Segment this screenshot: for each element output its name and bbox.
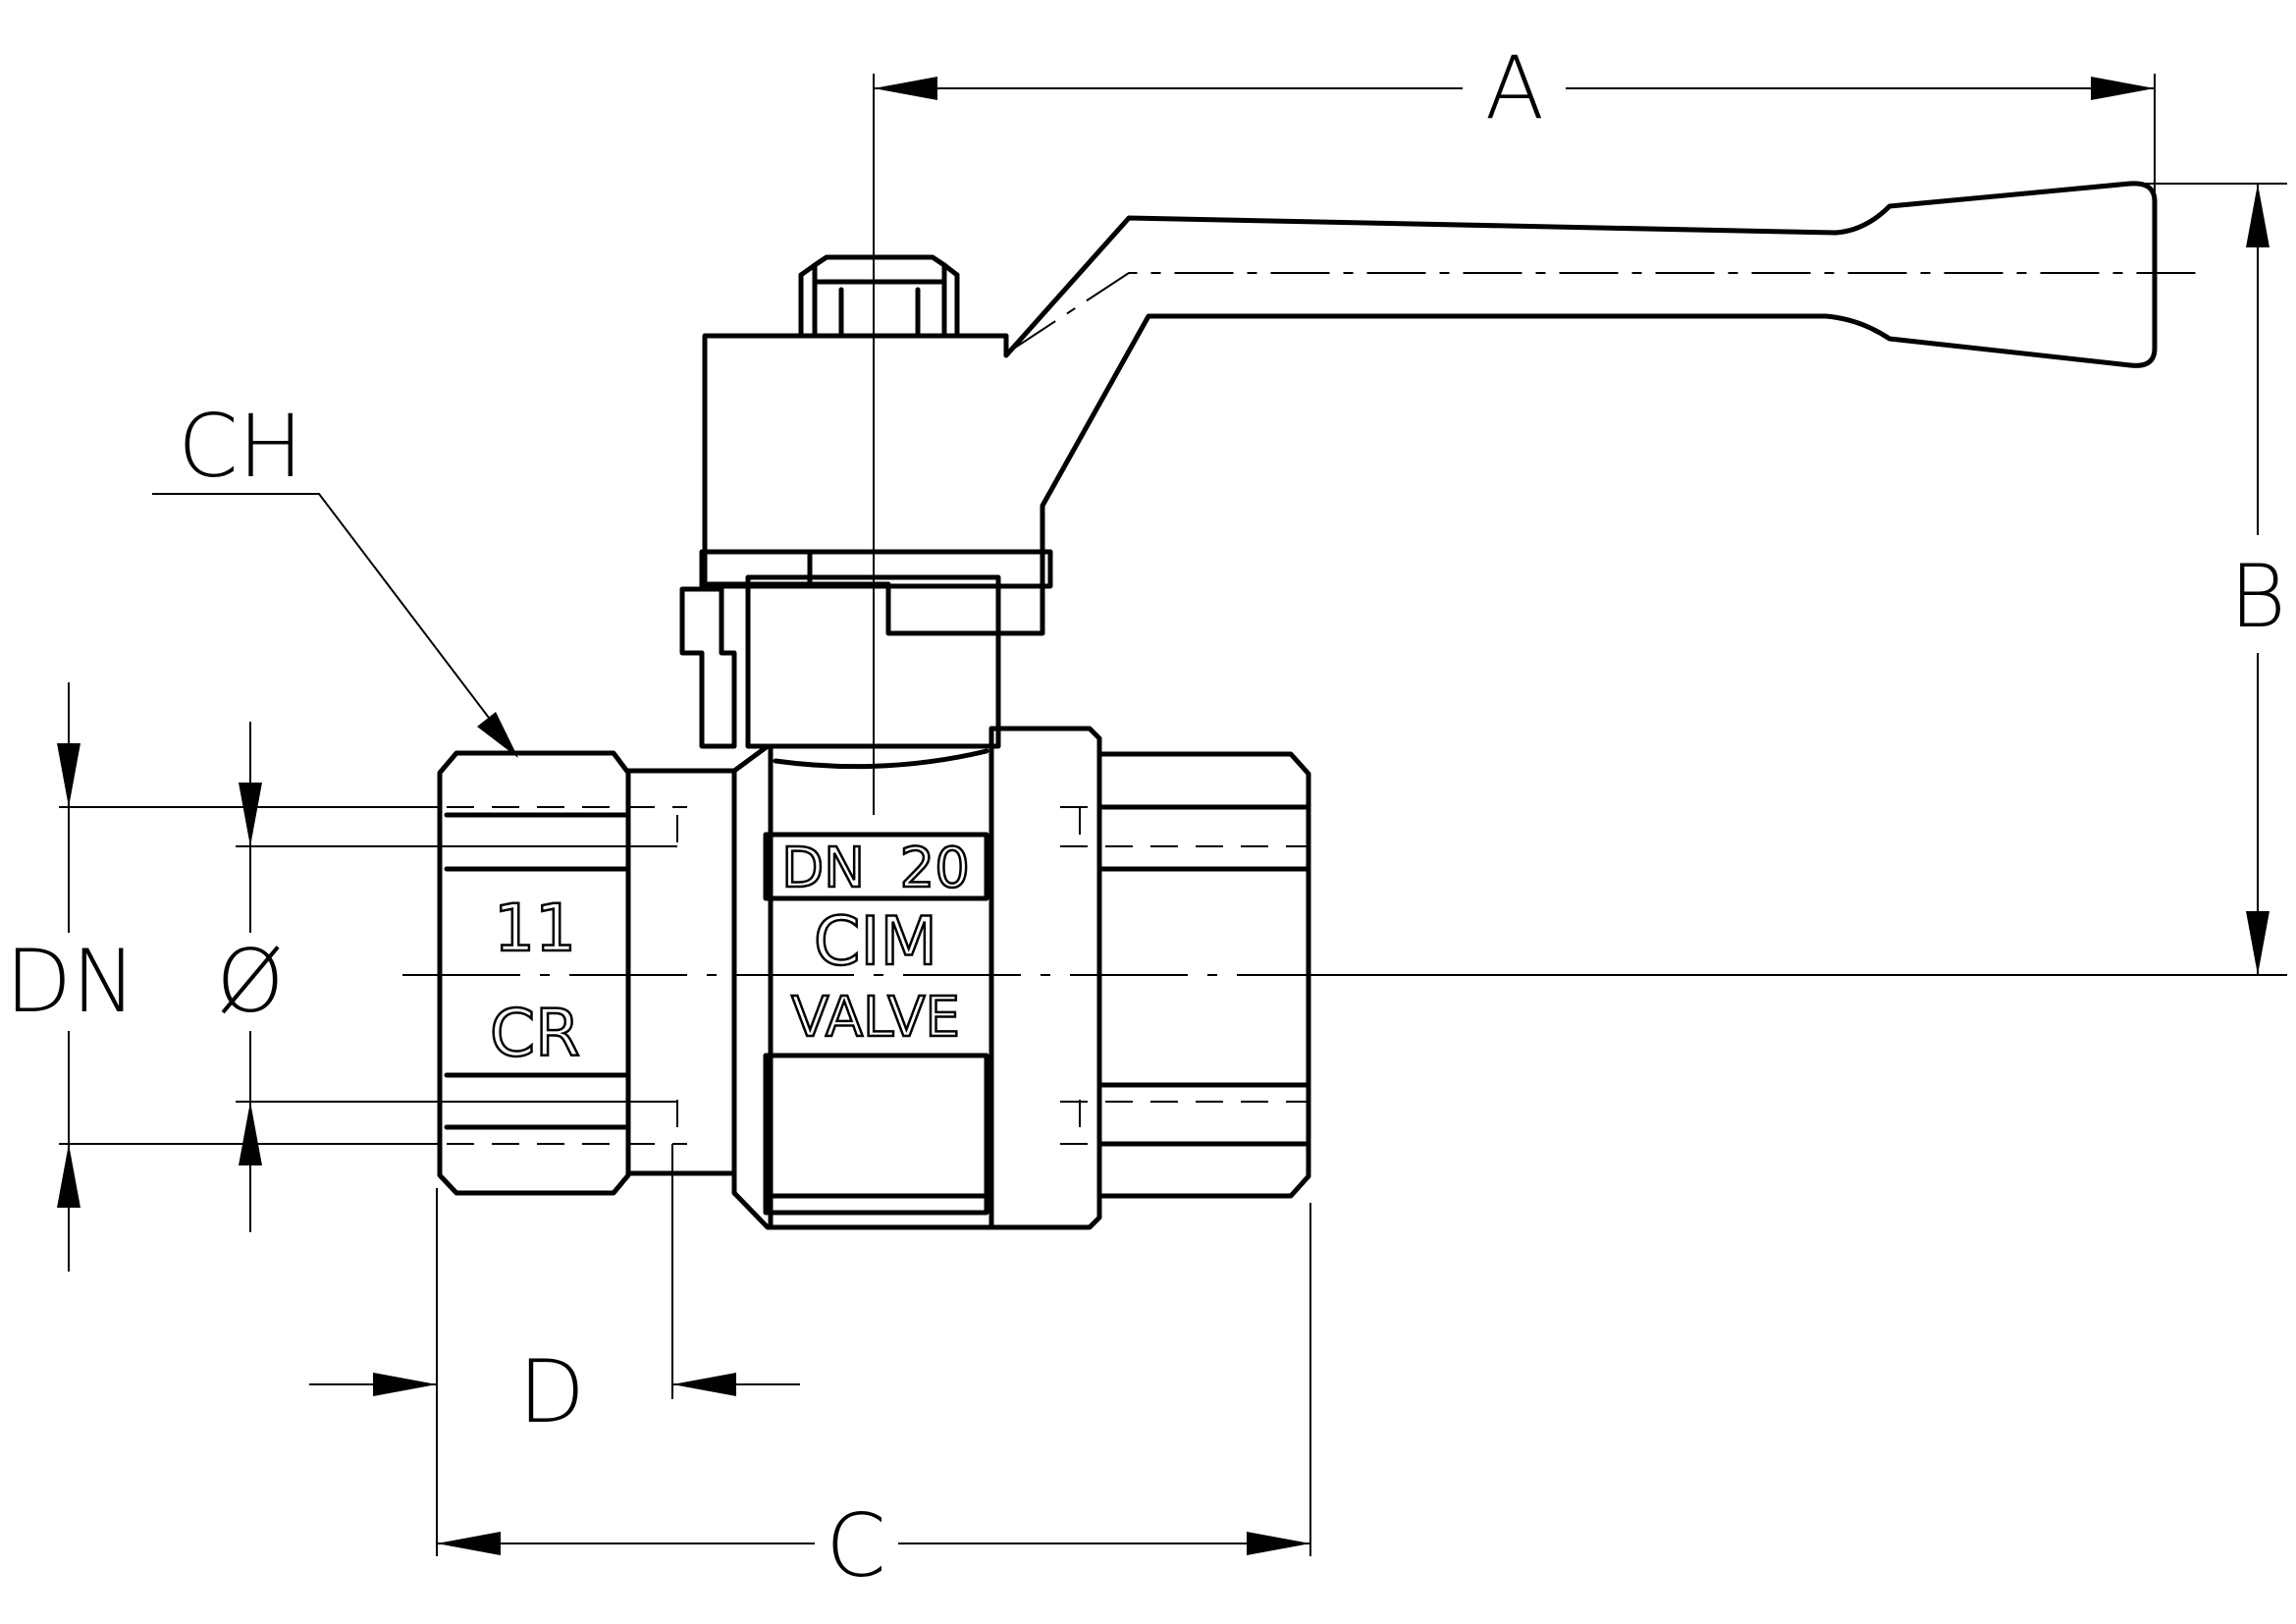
dim-label-diameter: Ø	[216, 931, 284, 1032]
valve-handle[interactable]	[702, 181, 2199, 636]
valve-body: DN 20 CIM VALVE	[731, 726, 1102, 1230]
left-hex-end: 11 CR	[437, 750, 687, 1196]
stem-nut	[798, 254, 960, 339]
model-number: 11	[494, 891, 576, 966]
valve-stem	[679, 549, 1053, 749]
dim-label-dn: DN	[5, 931, 136, 1032]
dimension-c: C	[436, 1188, 1311, 1597]
dimension-a: A	[873, 37, 2156, 815]
dim-label-d: D	[518, 1341, 585, 1442]
left-neck	[625, 768, 737, 1176]
dim-label-c: C	[826, 1495, 885, 1597]
right-hex-end	[1060, 751, 1311, 1199]
brand-marking-line2: VALVE	[791, 986, 960, 1050]
dimension-ch: CH	[152, 396, 518, 758]
dim-label-a: A	[1485, 37, 1544, 138]
dim-label-b: B	[2229, 546, 2286, 647]
dim-label-ch: CH	[178, 396, 303, 497]
dimension-b: B	[1340, 183, 2287, 976]
cr-logo: CR	[490, 996, 580, 1071]
dimension-dn: DN	[0, 682, 442, 1272]
size-marking: DN 20	[781, 837, 970, 900]
dimension-d: D	[309, 1144, 800, 1442]
brand-marking-line1: CIM	[814, 903, 937, 981]
